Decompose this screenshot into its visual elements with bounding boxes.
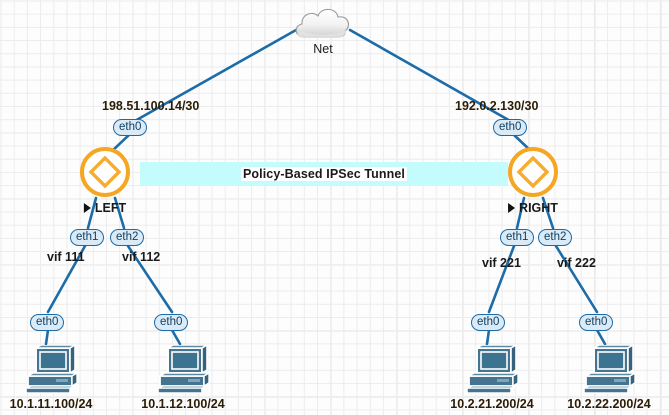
host-node-1[interactable]: 10.1.11.100/24	[10, 343, 92, 411]
router-node-left[interactable]: LEFT	[78, 145, 132, 215]
interface-badge-left-wan-eth0[interactable]: eth0	[113, 119, 148, 136]
host-node-2[interactable]: 10.1.12.100/24	[141, 343, 225, 411]
desktop-computer-icon	[583, 343, 638, 394]
cloud-label: Net	[313, 42, 333, 56]
right-wan-address: 192.0.2.130/30	[455, 99, 539, 113]
interface-badge-right-wan-eth0[interactable]: eth0	[493, 119, 528, 136]
desktop-computer-icon	[157, 343, 212, 394]
host-node-3[interactable]: 10.2.21.200/24	[450, 343, 534, 411]
router-icon	[80, 147, 130, 197]
ipsec-tunnel-bar[interactable]: Policy-Based IPSec Tunnel	[140, 162, 508, 186]
interface-badge-right-eth2[interactable]: eth2	[538, 229, 573, 246]
vif-label-112: vif 112	[122, 250, 161, 264]
cloud-node-net[interactable]: Net	[290, 4, 356, 56]
cloud-icon	[295, 8, 350, 38]
host-label-3: 10.2.21.200/24	[450, 397, 534, 411]
left-wan-address: 198.51.100.14/30	[102, 99, 200, 113]
link-host4-stem	[595, 328, 607, 346]
link-host2-stem	[170, 328, 182, 346]
link-host3-stem	[485, 328, 491, 346]
desktop-computer-icon	[466, 343, 521, 394]
play-triangle-icon	[508, 203, 516, 213]
router-icon	[508, 147, 558, 197]
vif-label-111: vif 111	[47, 250, 85, 264]
router-name-right: RIGHT	[519, 201, 558, 215]
interface-badge-left-eth1[interactable]: eth1	[70, 229, 105, 246]
link-host1-stem	[44, 328, 50, 346]
play-triangle-icon	[83, 203, 91, 213]
interface-badge-host2-eth0[interactable]: eth0	[154, 314, 189, 331]
vif-label-222: vif 222	[557, 256, 596, 270]
host-label-2: 10.1.12.100/24	[141, 397, 225, 411]
host-label-1: 10.1.11.100/24	[9, 397, 93, 411]
interface-badge-host4-eth0[interactable]: eth0	[579, 314, 614, 331]
router-label-right: RIGHT	[508, 201, 558, 215]
host-node-4[interactable]: 10.2.22.200/24	[567, 343, 651, 411]
host-label-4: 10.2.22.200/24	[567, 397, 651, 411]
interface-badge-host1-eth0[interactable]: eth0	[30, 314, 65, 331]
router-label-left: LEFT	[83, 201, 127, 215]
interface-badge-right-eth1[interactable]: eth1	[500, 229, 535, 246]
interface-badge-host3-eth0[interactable]: eth0	[471, 314, 506, 331]
router-node-right[interactable]: RIGHT	[506, 145, 560, 215]
interface-badge-left-eth2[interactable]: eth2	[110, 229, 145, 246]
router-name-left: LEFT	[94, 201, 127, 215]
vif-label-221: vif 221	[482, 256, 521, 270]
desktop-computer-icon	[25, 343, 80, 394]
ipsec-tunnel-label: Policy-Based IPSec Tunnel	[240, 167, 408, 181]
